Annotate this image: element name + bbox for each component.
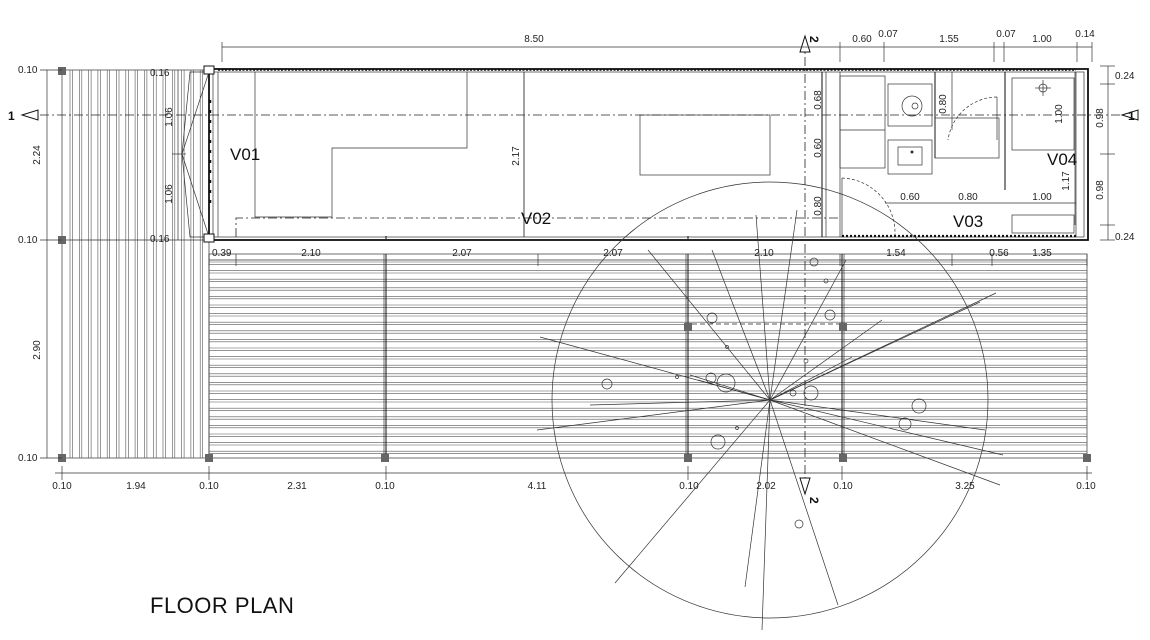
dim-mid-207a: 2.07	[452, 248, 472, 259]
dim-bot-194: 1.94	[126, 481, 146, 492]
dim-int-100h: 1.00	[1032, 192, 1052, 203]
drawing-line	[697, 379, 771, 401]
dim-right-024b: 0.24	[1115, 232, 1135, 243]
drawing-line	[769, 399, 1001, 486]
dim-left-224: 2.24	[32, 145, 43, 165]
dim-left-010c: 0.10	[18, 453, 38, 464]
post-marker	[58, 67, 66, 75]
section-lines	[20, 34, 1139, 496]
drawing-line	[769, 356, 853, 401]
dim-mid-135: 1.35	[1032, 248, 1052, 259]
dim-top-060: 0.60	[852, 34, 872, 45]
drawing-line	[536, 399, 771, 431]
tree-symbol	[536, 181, 1004, 631]
dim-bot-010d: 0.10	[679, 481, 699, 492]
drawing-line	[589, 399, 771, 406]
dim-right-098a: 0.98	[1095, 108, 1106, 128]
dim-right-098b: 0.98	[1095, 180, 1106, 200]
drawing-line	[769, 399, 1004, 456]
dim-bot-010a: 0.10	[52, 481, 72, 492]
section-marker-1-left: 1	[8, 109, 15, 123]
post-marker	[684, 323, 692, 331]
dim-bot-202: 2.02	[756, 481, 776, 492]
dim-bot-010b: 0.10	[199, 481, 219, 492]
drawing-line	[769, 399, 986, 431]
drawing-line	[647, 249, 771, 401]
post-marker	[839, 454, 847, 462]
post-marker	[381, 454, 389, 462]
dim-left-290: 2.90	[32, 340, 43, 360]
post-marker	[1083, 454, 1091, 462]
drawing-line	[711, 249, 771, 401]
drawing-title: FLOOR PLAN	[150, 593, 294, 618]
drawing-line	[761, 399, 771, 631]
drawing-line	[744, 399, 771, 588]
window-label-v03: V03	[953, 212, 983, 231]
bottom-deck	[205, 253, 1091, 462]
dim-bot-411: 4.11	[528, 481, 547, 492]
drawing-line	[755, 214, 771, 401]
dim-int-080v: 0.80	[938, 94, 949, 114]
window-label-v01: V01	[230, 145, 260, 164]
dim-top-007a: 0.07	[878, 29, 898, 40]
dim-top-007b: 0.07	[996, 29, 1016, 40]
section-marker-2-bottom: 2	[807, 497, 821, 504]
dim-bot-325: 3.25	[955, 481, 975, 492]
window-label-v04: V04	[1047, 150, 1077, 169]
dim-top-100: 1.00	[1032, 34, 1052, 45]
post-marker	[839, 323, 847, 331]
section-marker-1-right: 1	[1128, 109, 1135, 123]
dim-left-010b: 0.10	[18, 235, 38, 246]
dimension-lines	[40, 42, 1115, 480]
dim-mid-056: 0.56	[989, 248, 1009, 259]
dim-int-060v: 0.60	[813, 138, 824, 158]
dim-left-106b: 1.06	[164, 184, 175, 204]
dim-bot-231: 2.31	[287, 481, 307, 492]
dim-int-100v: 1.00	[1054, 104, 1065, 124]
drawing-line	[769, 319, 883, 401]
dim-int-068: 0.68	[813, 90, 824, 110]
dim-mid-207b: 2.07	[603, 248, 623, 259]
left-deck	[58, 67, 210, 462]
drawing-line	[769, 209, 798, 401]
dim-mid-210b: 2.10	[754, 248, 774, 259]
drawing-line	[769, 399, 839, 606]
dim-int-080b: 0.80	[813, 196, 824, 216]
dim-bot-010f: 0.10	[1076, 481, 1096, 492]
dim-int-117: 1.17	[1061, 171, 1072, 191]
dim-int-060h: 0.60	[900, 192, 920, 203]
dim-top-014: 0.14	[1075, 29, 1095, 40]
drawing-line	[614, 399, 771, 584]
drawing-line	[689, 374, 771, 401]
dim-top-155: 1.55	[939, 34, 959, 45]
dim-left-016b: 0.16	[150, 234, 170, 245]
dim-bot-010c: 0.10	[375, 481, 395, 492]
dim-left-010a: 0.10	[18, 65, 38, 76]
dim-left-016a: 0.16	[150, 68, 170, 79]
dim-mid-210a: 2.10	[301, 248, 321, 259]
drawing-line	[769, 301, 981, 401]
dim-left-106a: 1.06	[164, 107, 175, 127]
drawing-line	[769, 259, 847, 401]
post-marker	[684, 454, 692, 462]
section-marker-2-top: 2	[807, 36, 821, 43]
dim-int-217: 2.17	[511, 146, 522, 166]
dim-bot-010e: 0.10	[833, 481, 853, 492]
dim-top-850: 8.50	[524, 34, 544, 45]
post-marker	[205, 454, 213, 462]
window-label-v02: V02	[521, 209, 551, 228]
dim-mid-039: 0.39	[212, 248, 232, 259]
dim-int-080h: 0.80	[958, 192, 978, 203]
container-walls	[181, 65, 1089, 243]
dim-right-024a: 0.24	[1115, 71, 1135, 82]
dim-mid-154: 1.54	[886, 248, 906, 259]
